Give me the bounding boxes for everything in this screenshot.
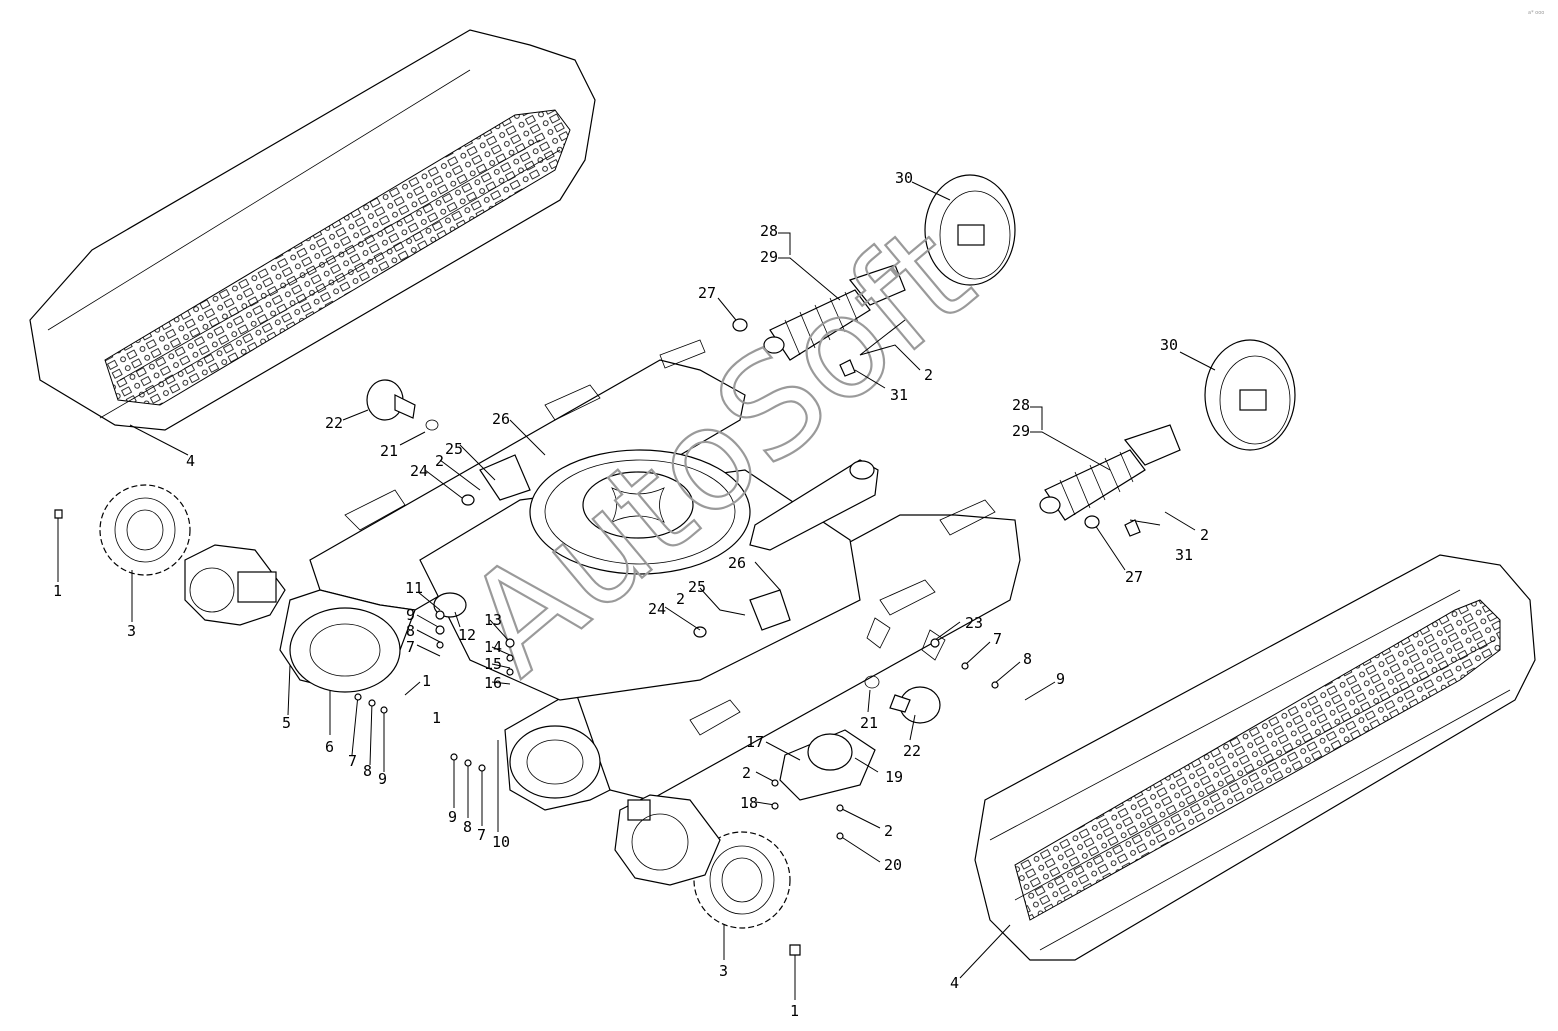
callout-1-right-cover: 1 [432,709,441,727]
callout-30-lower: 30 [1160,336,1178,354]
callout-7-lower: 7 [477,826,486,844]
travel-motor-left [184,544,286,626]
hardware-markers [54,318,1141,956]
callout-14: 14 [484,638,502,656]
callout-3-right: 3 [719,962,728,980]
callout-23: 23 [965,614,983,632]
callout-9-center: 9 [406,606,415,624]
callout-labels: 30 28 29 27 2 31 30 28 29 2 31 27 22 21 … [53,169,1209,1020]
callout-28-lower: 28 [1012,396,1030,414]
callout-2-roller-top: 2 [742,764,751,782]
callout-22-lower: 22 [903,742,921,760]
callout-2-upper-bracket: 2 [435,452,444,470]
callout-25-lower: 25 [688,578,706,596]
callout-21-lower: 21 [860,714,878,732]
callout-7-right: 7 [993,630,1002,648]
callout-1-right-bolt: 1 [790,1002,799,1020]
callout-10: 10 [492,833,510,851]
recoil-spring-upper [763,264,906,361]
callout-2-lower-idler: 2 [1200,526,1209,544]
idler-upper [924,174,1016,286]
callout-31-lower: 31 [1175,546,1193,564]
callout-22-upper: 22 [325,414,343,432]
callout-20: 20 [884,856,902,874]
callout-9-lower: 9 [448,808,457,826]
recoil-spring-lower [1039,424,1181,521]
callout-8-right: 8 [1023,650,1032,668]
callout-29-upper: 29 [760,248,778,266]
sprocket-right [693,831,791,929]
undercarriage-frame [279,339,1021,811]
callout-16: 16 [484,674,502,692]
callout-26-upper: 26 [492,410,510,428]
callout-4-lower: 4 [950,974,959,992]
callout-8-left: 8 [363,762,372,780]
callout-12: 12 [458,626,476,644]
callout-29-lower: 29 [1012,422,1030,440]
callout-13: 13 [484,611,502,629]
sprocket-left [99,484,191,576]
callout-5: 5 [282,714,291,732]
callout-11: 11 [405,579,423,597]
callout-27-lower: 27 [1125,568,1143,586]
callout-9-left: 9 [378,770,387,788]
callout-31-upper: 31 [890,386,908,404]
callout-28-upper: 28 [760,222,778,240]
callout-8-center: 8 [406,622,415,640]
callout-27-upper: 27 [698,284,716,302]
callout-26-lower: 26 [728,554,746,572]
callout-3-left: 3 [127,622,136,640]
track-chain-upper-left [29,29,596,431]
track-roller [779,729,876,801]
carrier-roller-upper [366,379,439,431]
callout-2-upper-idler: 2 [924,366,933,384]
callout-24-lower: 24 [648,600,666,618]
track-chain-lower-right [974,554,1536,961]
callout-25-upper: 25 [445,440,463,458]
tension-cylinder-brackets [433,454,791,638]
callout-1-center: 1 [422,672,431,690]
callout-21-upper: 21 [380,442,398,460]
callout-2-roller-bottom: 2 [884,822,893,840]
callout-24-upper: 24 [410,462,428,480]
callout-6: 6 [325,738,334,756]
idler-lower [1204,339,1296,451]
callout-18: 18 [740,794,758,812]
corner-mark: a* ooo [1528,10,1544,16]
callout-8-lower: 8 [463,818,472,836]
callout-19: 19 [885,768,903,786]
callout-4-upper: 4 [186,452,195,470]
callout-15: 15 [484,655,502,673]
callout-7-left: 7 [348,752,357,770]
travel-motor-right [614,794,721,886]
callout-7-center: 7 [406,638,415,656]
callout-1-left-bolt: 1 [53,582,62,600]
callout-17: 17 [746,733,764,751]
callout-2-lower-bracket: 2 [676,590,685,608]
carrier-roller-lower [864,675,941,724]
callout-9-right: 9 [1056,670,1065,688]
callout-30-upper: 30 [895,169,913,187]
